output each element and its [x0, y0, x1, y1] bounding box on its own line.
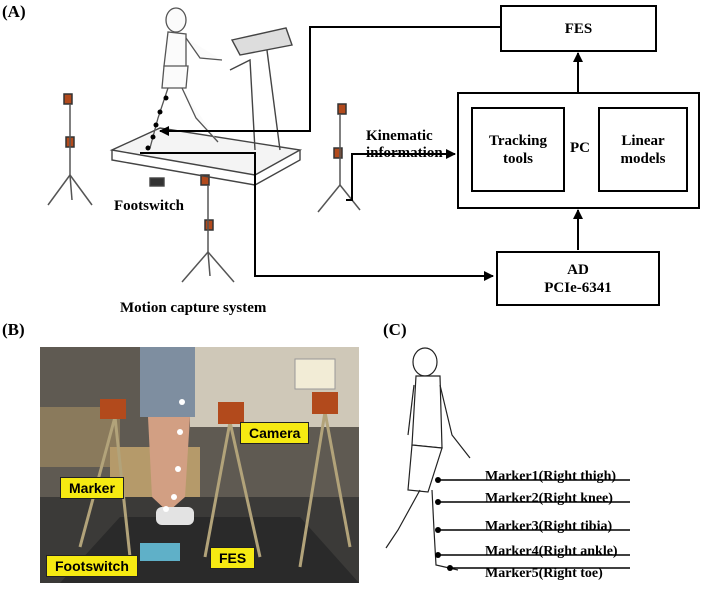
pc-label: PC	[570, 140, 590, 156]
tracking-tools-box: Tracking tools	[471, 107, 565, 192]
marker1-label: Marker1(Right thigh)	[485, 469, 617, 484]
kinematic-arrow	[346, 149, 456, 201]
panel-label-b: (B)	[2, 320, 25, 339]
panel-label-c: (C)	[383, 320, 407, 339]
marker5-label: Marker5(Right toe)	[485, 566, 603, 581]
kinematic-info-line2: information	[366, 145, 443, 162]
footswitch-label: Footswitch	[114, 198, 184, 214]
marker-diagram	[385, 347, 630, 571]
tracking-tools-line2: tools	[503, 150, 533, 167]
fes-box-label: FES	[564, 20, 593, 37]
fes-to-leg-arrow	[159, 26, 500, 136]
system-diagram-illustration	[47, 7, 583, 283]
kinematic-info-label: Kinematic information	[366, 128, 443, 163]
camera-callout: Camera	[240, 422, 310, 444]
footswitch-callout: Footswitch	[46, 555, 138, 577]
treadmill-icon	[109, 27, 303, 187]
fes-callout: FES	[210, 547, 256, 569]
fes-box: FES	[500, 5, 657, 52]
marker-leader-lines	[438, 479, 630, 569]
ad-line1: AD	[567, 261, 589, 278]
marker4-label: Marker4(Right ankle)	[485, 544, 618, 559]
linear-models-line1: Linear	[621, 132, 665, 149]
footswitch-to-ad-arrow	[140, 152, 494, 281]
ad-line2: PCIe-6341	[544, 279, 612, 296]
panel-label-a: (A)	[2, 2, 26, 21]
kinematic-info-line1: Kinematic	[366, 128, 433, 144]
linear-models-line2: models	[620, 150, 666, 167]
marker3-label: Marker3(Right tibia)	[485, 519, 613, 534]
tracking-tools-line1: Tracking	[488, 132, 548, 149]
marker2-label: Marker2(Right knee)	[485, 491, 613, 506]
marker-callout: Marker	[60, 477, 124, 499]
experiment-photo-image	[40, 347, 359, 583]
body-marker-dots	[145, 95, 169, 151]
linear-models-box: Linear models	[598, 107, 688, 192]
person-outline-icon	[385, 347, 471, 571]
motion-capture-label: Motion capture system	[120, 300, 267, 316]
tripod-camera-icon	[47, 93, 361, 283]
experiment-photo: Camera Marker Footswitch FES	[40, 347, 359, 583]
ad-box: AD PCIe-6341	[496, 251, 660, 306]
walking-person-icon	[149, 7, 223, 149]
